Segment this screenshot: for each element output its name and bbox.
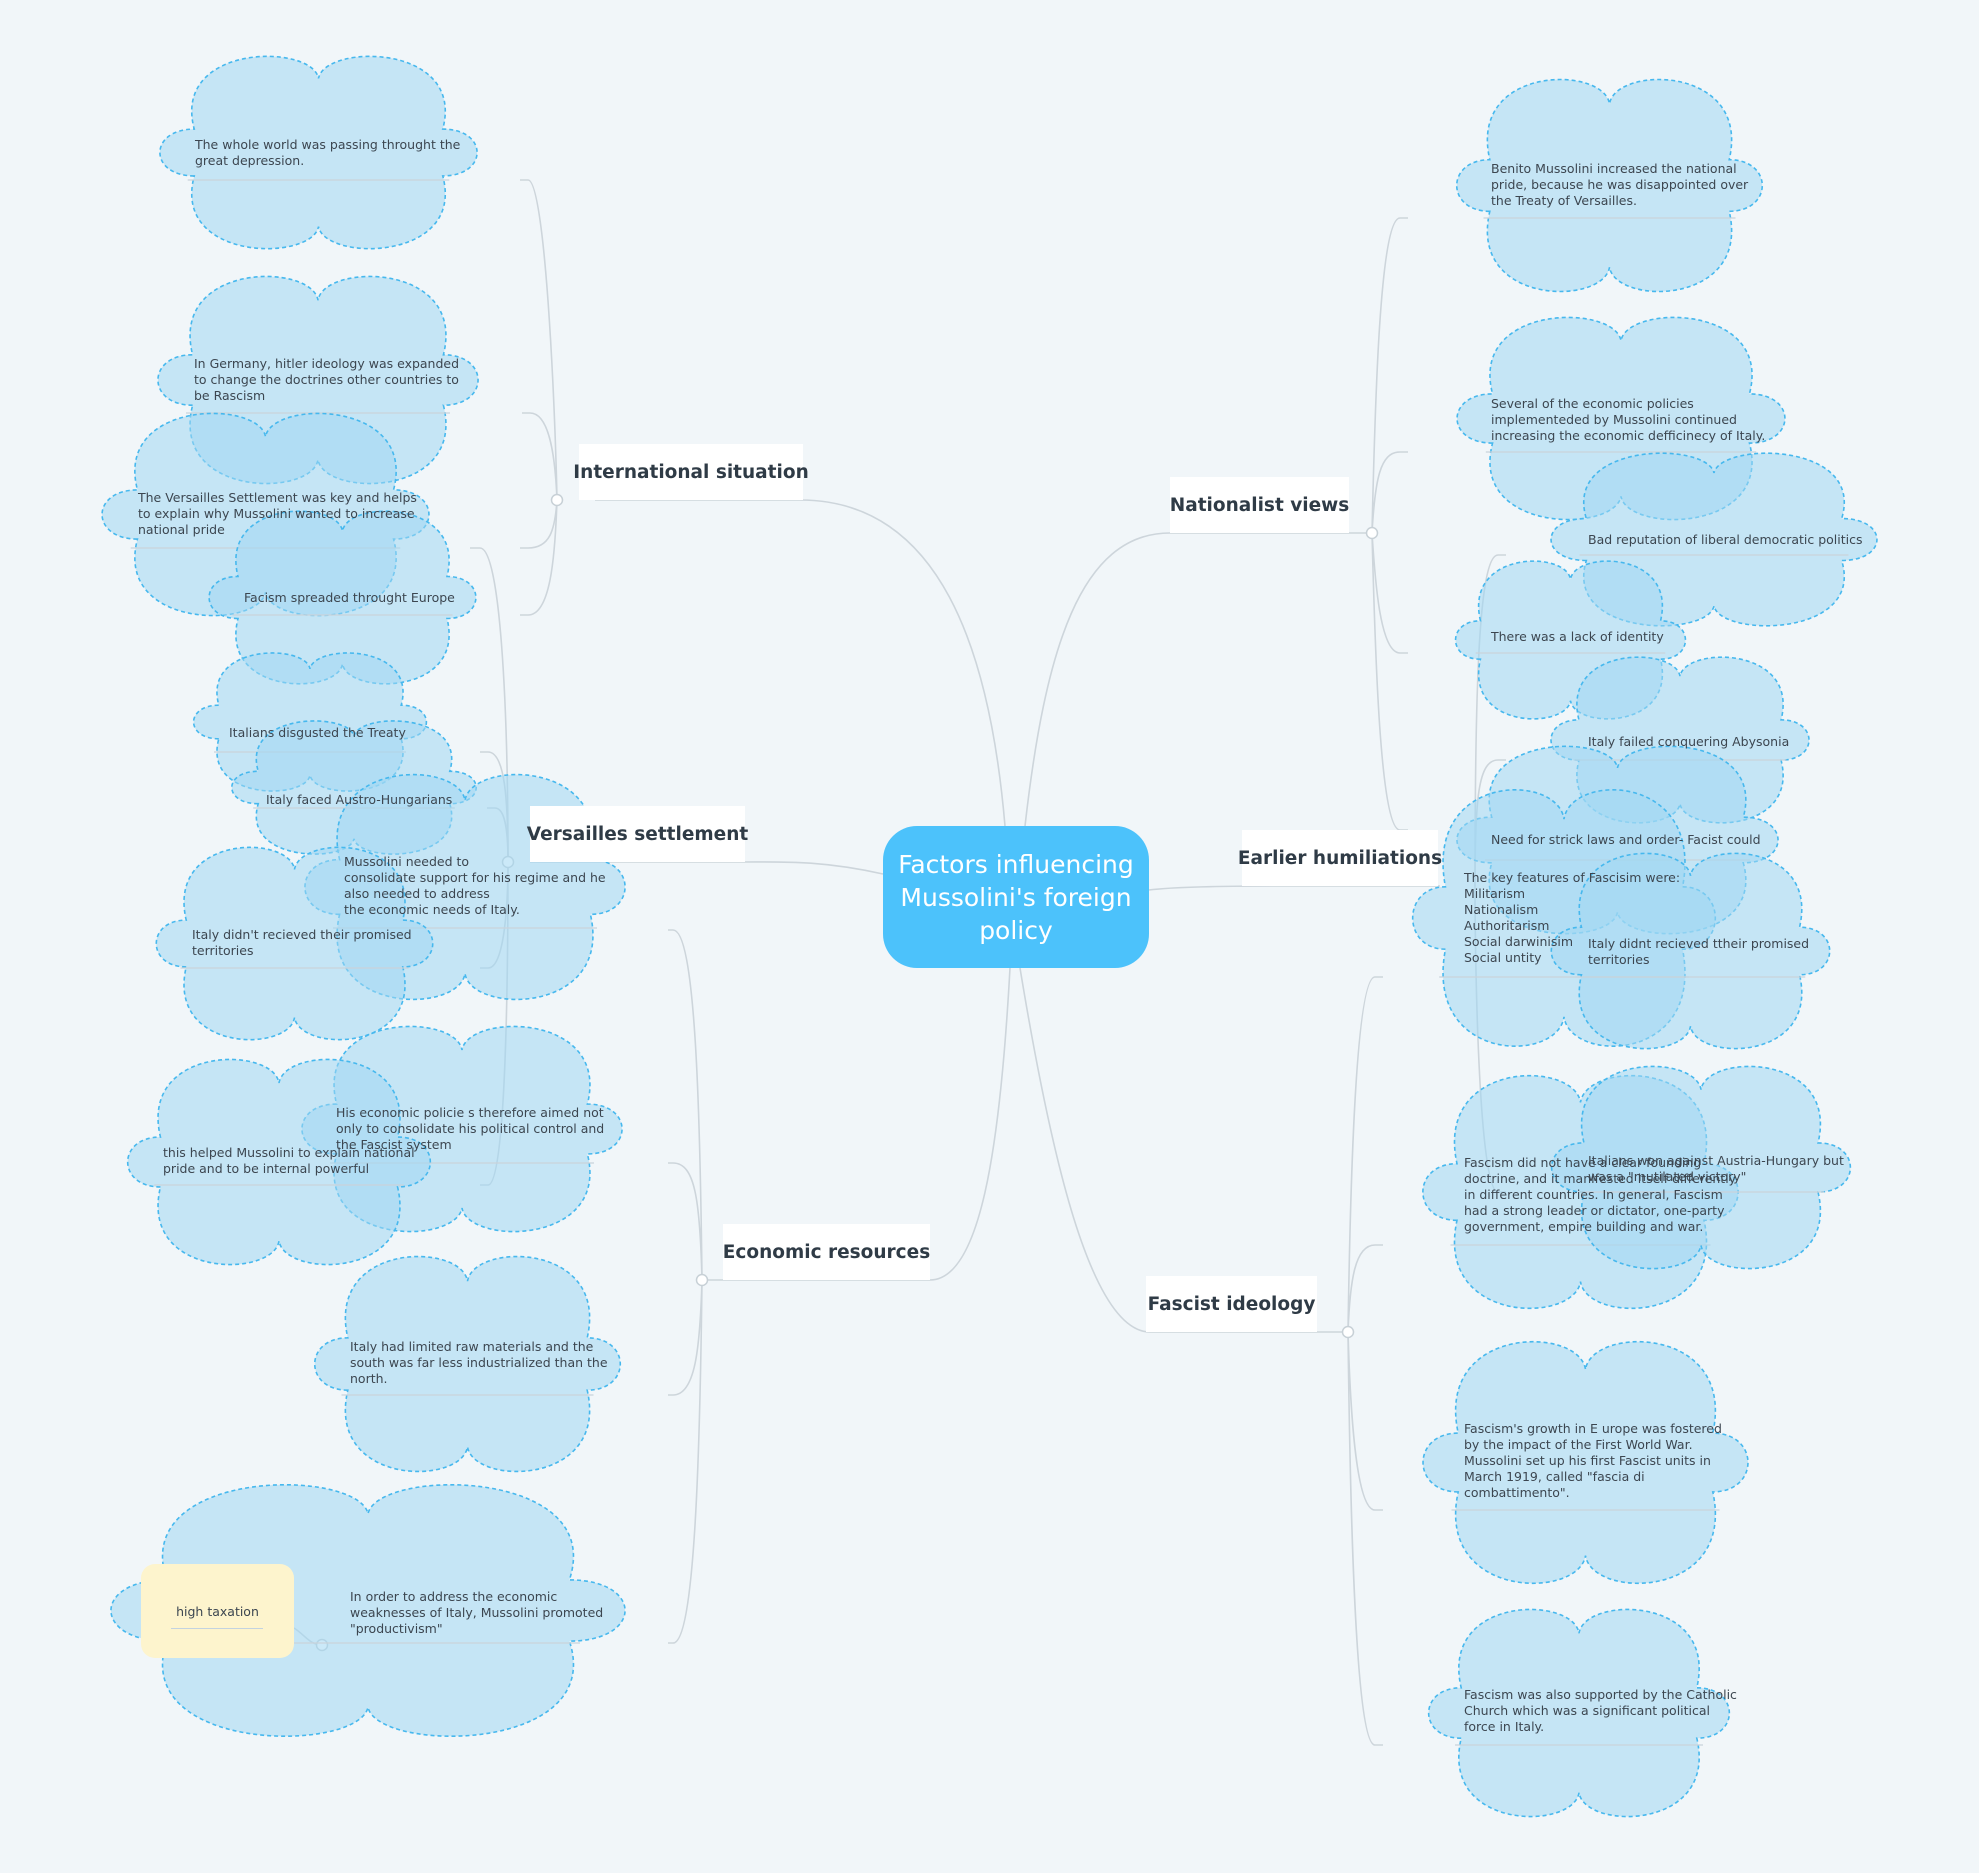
connector-humiliations [1148,885,1440,891]
junction-nationalist [1365,526,1379,540]
topic-label: Nationalist views [1169,494,1350,516]
topic-label: International situation [573,461,809,483]
note-high-taxation[interactable]: high taxation [141,1564,294,1658]
cloud-shape-c12 [110,1483,626,1738]
cloud-shape-c11 [313,1255,622,1473]
topic-label: Earlier humiliations [1237,847,1443,869]
cloud-shape-c10 [126,1058,432,1266]
junction-economic [695,1273,709,1287]
topic-economic-resources[interactable]: Economic resources [723,1224,930,1280]
topic-label: Fascist ideology [1147,1293,1316,1315]
cloud-shape-c08 [155,846,434,1041]
central-topic-label: Factors influencing Mussolini's foreign … [898,849,1134,945]
note-label: high taxation [176,1603,259,1619]
cloud-shape-c13 [1455,78,1764,293]
junction-international [550,493,564,507]
topic-label: Versailles settlement [526,823,749,845]
topic-earlier-humiliations[interactable]: Earlier humiliations [1238,830,1442,886]
junction-fascist [1341,1325,1355,1339]
connector-economic [701,967,1011,1281]
cloud-shape-c24 [1427,1608,1731,1818]
note-underline [171,1628,263,1629]
cloud-shape-c23 [1422,1340,1749,1585]
connector-versailles [530,861,884,875]
central-topic[interactable]: Factors influencing Mussolini's foreign … [883,826,1149,968]
topic-fascist-ideology[interactable]: Fascist ideology [1146,1276,1317,1332]
cloud-shape-c01 [159,55,478,250]
connector-nationalist [1024,532,1372,827]
topic-versailles-settlement[interactable]: Versailles settlement [526,806,749,862]
cloud-shape-c22 [1550,1065,1852,1270]
topic-label: Economic resources [722,1241,931,1263]
cloud-shape-c20 [1550,852,1831,1050]
connector-fascist [1019,967,1347,1333]
topic-international-situation[interactable]: International situation [573,444,809,500]
topic-nationalist-views[interactable]: Nationalist views [1170,477,1349,533]
connector-international [595,499,1006,827]
